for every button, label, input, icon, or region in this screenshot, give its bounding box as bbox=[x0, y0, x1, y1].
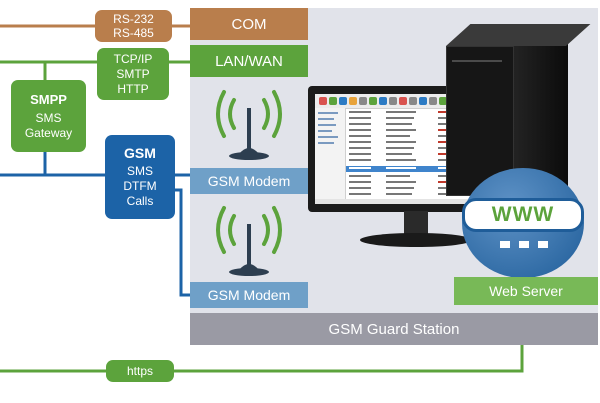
serial-line-1: RS-232 bbox=[113, 12, 154, 26]
server-tower-top bbox=[446, 24, 591, 46]
web-server-label: Web Server bbox=[454, 277, 598, 305]
gsm-interface: GSM SMS DTFM Calls bbox=[105, 135, 175, 219]
network-line-1: TCP/IP bbox=[113, 51, 153, 66]
serial-interface: RS-232 RS-485 bbox=[95, 10, 172, 42]
lan-wan-port: LAN/WAN bbox=[190, 45, 308, 77]
smpp-line-1: SMS bbox=[35, 110, 62, 125]
globe-dots bbox=[500, 241, 548, 249]
gsm-modem-2-label: GSM Modem bbox=[190, 282, 308, 308]
https-interface: https bbox=[106, 360, 174, 382]
monitor-stand bbox=[404, 211, 428, 235]
network-interface: TCP/IP SMTP HTTP bbox=[97, 48, 169, 100]
gsm-title: GSM bbox=[124, 144, 156, 161]
gsm-modem2-wire bbox=[175, 188, 190, 297]
gsm-modem-1-label: GSM Modem bbox=[190, 168, 308, 194]
gsm-line-1: SMS bbox=[126, 163, 153, 178]
smpp-interface: SMPP SMS Gateway bbox=[11, 80, 86, 152]
gsm-modem-1: GSM Modem bbox=[190, 78, 308, 194]
network-line-2: SMTP bbox=[116, 66, 150, 81]
smpp-title: SMPP bbox=[30, 91, 67, 107]
antenna-icon bbox=[216, 90, 282, 160]
station-title: GSM Guard Station bbox=[190, 313, 598, 345]
monitor-stand-base bbox=[360, 233, 472, 247]
www-badge bbox=[462, 198, 584, 232]
https-label: https bbox=[126, 363, 153, 378]
gsm-line-2: DTFM bbox=[123, 178, 157, 193]
smpp-line-2: Gateway bbox=[24, 125, 73, 140]
www-badge-label: WWW bbox=[491, 203, 555, 226]
com-port: COM bbox=[190, 8, 308, 40]
server-tower-slot bbox=[452, 60, 502, 62]
gsm-modem-2: GSM Modem bbox=[190, 196, 308, 310]
antenna-icon bbox=[216, 206, 282, 276]
serial-line-2: RS-485 bbox=[113, 26, 154, 40]
gsm-line-3: Calls bbox=[126, 193, 154, 208]
server-tower-side bbox=[514, 24, 568, 196]
network-line-3: HTTP bbox=[117, 81, 149, 96]
